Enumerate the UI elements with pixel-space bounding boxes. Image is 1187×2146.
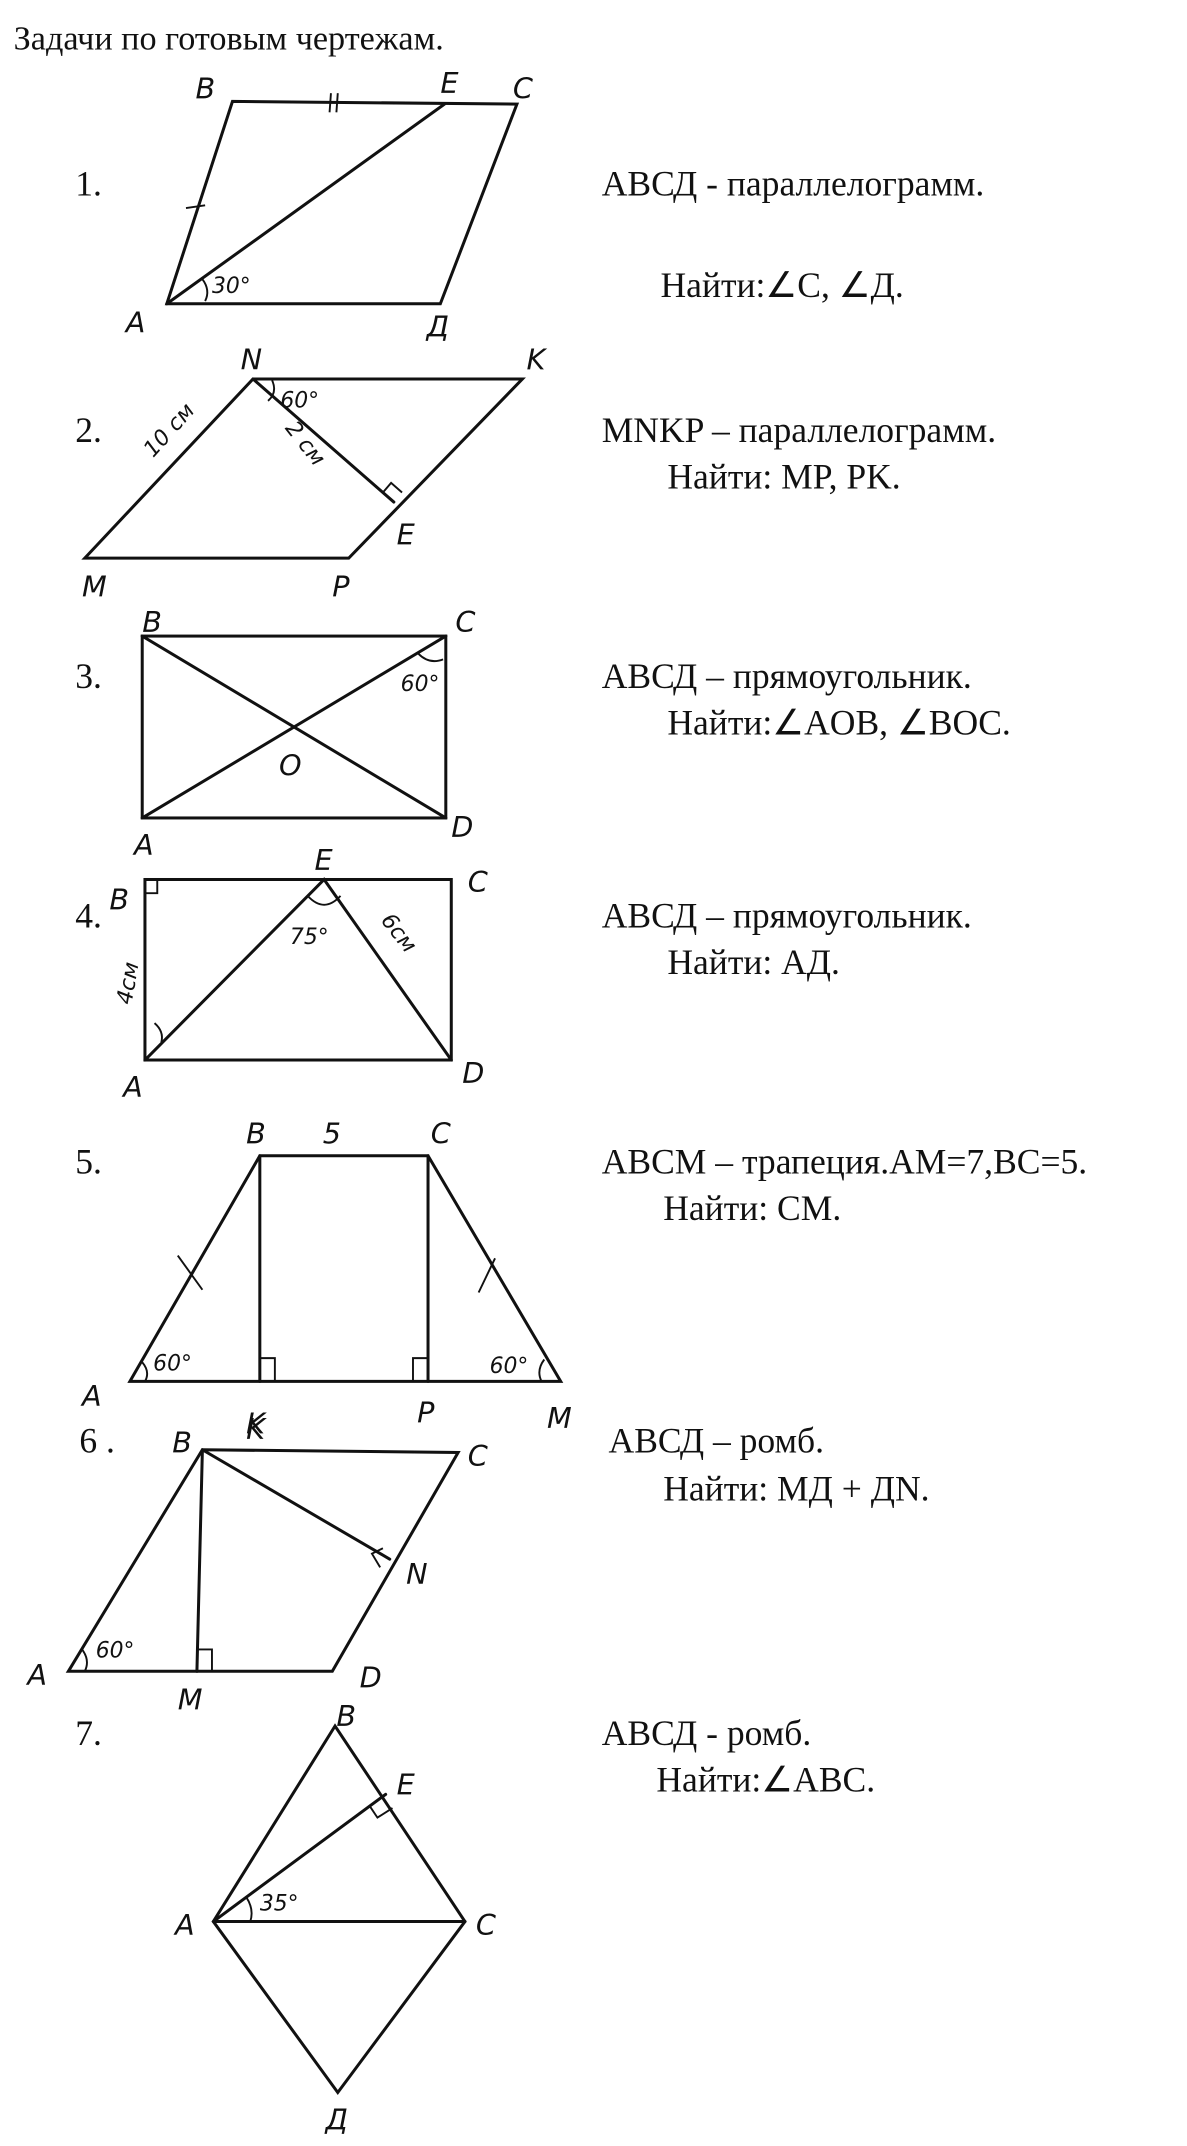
side-length-label: 5 (323, 1116, 341, 1150)
problem-number: 6 . (79, 1420, 115, 1460)
vertex-label: O (279, 749, 302, 783)
problem-task: Найти: СМ. (663, 1188, 841, 1228)
parallelogram-figure (164, 93, 520, 306)
problem-task: Найти:∠АВС. (656, 1760, 875, 1800)
trapezoid-figure (127, 1154, 564, 1383)
vertex-label: K (526, 342, 547, 376)
vertex-label: B (142, 605, 162, 639)
vertex-label: C (468, 1439, 488, 1473)
vertex-label: M (547, 1401, 572, 1435)
vertex-label: D (360, 1661, 382, 1695)
rhombus-figure (211, 1723, 467, 2096)
problem-6: 6 . B K C A M N D 60° АВСД – ромб. Найти… (25, 1412, 929, 1717)
problem-2: 2. N K M P E 60° 10 см 2 см MNKP – парал… (75, 342, 996, 603)
angle-label: 60° (280, 389, 319, 414)
angle-label: 60° (153, 1351, 192, 1376)
vertex-label: C (476, 1908, 496, 1942)
angle-label: 30° (212, 274, 251, 299)
side-length-label: 10 см (139, 399, 200, 463)
vertex-label: A (124, 305, 146, 339)
vertex-label: Д (425, 310, 449, 344)
problem-1: 1. B E C A Д 30° АВСД - параллелограмм. … (75, 66, 984, 343)
vertex-label: N (406, 1557, 427, 1591)
vertex-label: A (132, 828, 154, 862)
vertex-label: D (451, 810, 473, 844)
problem-number: 7. (75, 1713, 102, 1753)
vertex-label: Д (323, 2102, 347, 2136)
vertex-label: E (397, 517, 416, 551)
vertex-label: B (172, 1425, 192, 1459)
vertex-label: C (513, 72, 533, 106)
problem-4: 4. B E C A D 75° 4см 6см АВСД – прямоуго… (75, 843, 972, 1104)
vertex-label: C (431, 1116, 451, 1150)
vertex-label: C (455, 605, 475, 639)
problem-statement: MNKP – параллелограмм. (602, 410, 996, 450)
problem-task: Найти:∠AOB, ∠BOC. (667, 703, 1010, 743)
rhombus-figure (65, 1448, 461, 1673)
vertex-label: A (80, 1379, 102, 1413)
vertex-label: B (246, 1116, 266, 1150)
vertex-label: P (332, 569, 350, 603)
problem-statement: АВСД – прямоугольник. (602, 656, 972, 696)
vertex-label: A (173, 1908, 195, 1942)
vertex-label: C (468, 865, 488, 899)
problem-statement: АВСД - параллелограмм. (602, 164, 985, 204)
side-length-label: 6см (375, 909, 421, 958)
problem-5: 5. B 5 C A K P M 60° 60° АВСМ – трапеция… (75, 1116, 1087, 1440)
vertex-label: N (241, 342, 262, 376)
problem-number: 3. (75, 656, 102, 696)
problem-statement: АВСД – прямоугольник. (602, 895, 972, 935)
problem-task: Найти: МД + ДN. (663, 1468, 929, 1508)
worksheet-title: Задачи по готовым чертежам. (14, 20, 444, 57)
side-length-label: 2 см (280, 417, 330, 471)
problem-task: Найти: MP, PK. (667, 456, 900, 496)
vertex-label: K (246, 1412, 267, 1446)
problem-statement: АВСД - ромб. (602, 1713, 812, 1753)
vertex-label: E (397, 1767, 416, 1801)
angle-label: 60° (490, 1354, 529, 1379)
problem-statement: АВСМ – трапеция.АМ=7,ВС=5. (602, 1142, 1087, 1182)
vertex-label: E (315, 843, 334, 877)
vertex-label: B (196, 72, 216, 106)
problem-3: 3. B C A D O 60° АВСД – прямоугольник. Н… (75, 605, 1011, 862)
vertex-label: P (417, 1395, 435, 1429)
parallelogram-figure (81, 377, 526, 560)
problem-number: 4. (75, 895, 102, 935)
problem-number: 5. (75, 1142, 102, 1182)
vertex-label: B (336, 1699, 356, 1733)
vertex-label: A (25, 1658, 47, 1692)
side-length-label: 4см (113, 960, 145, 1006)
rectangle-figure (143, 877, 453, 1062)
vertex-label: M (178, 1683, 203, 1717)
vertex-label: D (462, 1056, 484, 1090)
problem-task: Найти:∠С, ∠Д. (661, 265, 904, 305)
problem-7: 7. B E C A Д 35° АВСД - ромб. Найти:∠АВС… (75, 1699, 875, 2136)
vertex-label: E (440, 66, 459, 100)
angle-label: 60° (401, 672, 440, 697)
vertex-label: M (82, 569, 107, 603)
angle-label: 75° (290, 925, 329, 950)
angle-label: 35° (260, 1892, 299, 1917)
vertex-label: A (121, 1070, 143, 1104)
problem-task: Найти: АД. (667, 942, 840, 982)
problem-number: 2. (75, 410, 102, 450)
vertex-label: B (109, 883, 129, 917)
problem-statement: АВСД – ромб. (609, 1420, 824, 1460)
rectangle-figure (140, 634, 448, 820)
angle-label: 60° (96, 1639, 135, 1664)
problem-number: 1. (75, 164, 102, 204)
vertex-label: K (246, 1406, 267, 1440)
